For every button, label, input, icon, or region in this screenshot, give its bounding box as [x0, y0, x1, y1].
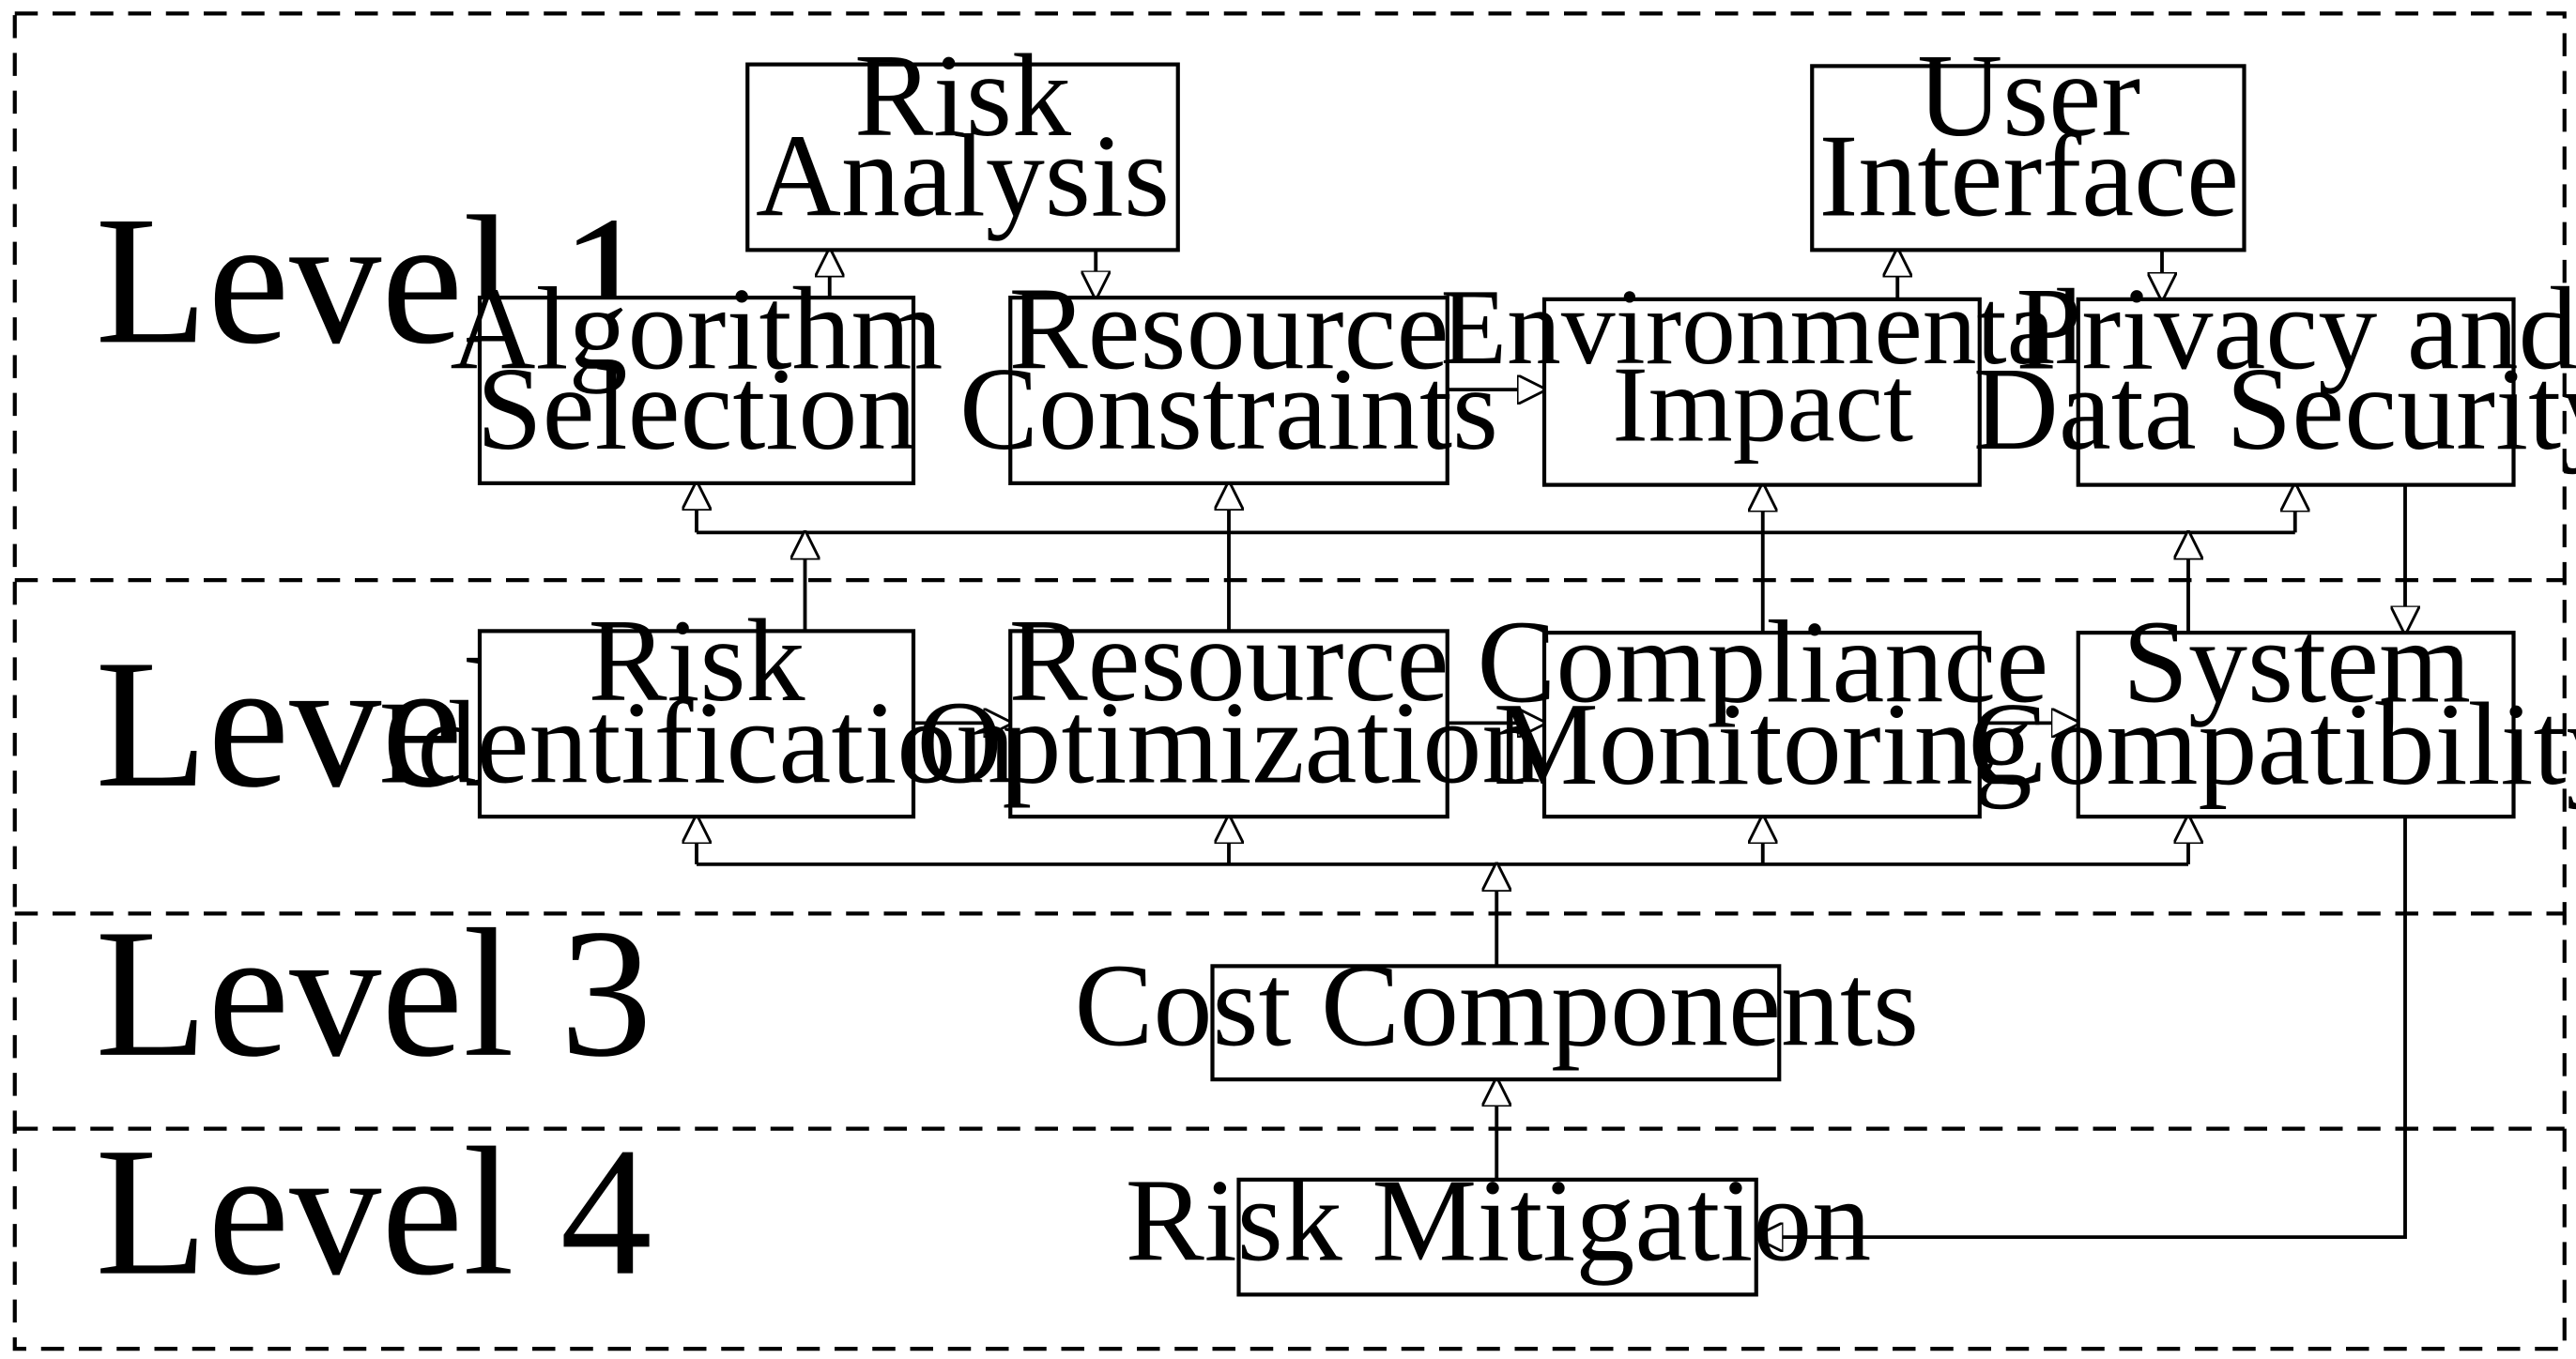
- node-label-line: Constraints: [959, 344, 1498, 475]
- level-label-3: Level 3: [96, 892, 652, 1095]
- node-algorithm-selection: Algorithm Selection: [451, 264, 943, 485]
- node-compliance-monitoring: Compliance Monitoring: [1477, 598, 2048, 819]
- node-label-line: Cost Components: [1074, 940, 1919, 1071]
- outer-dashed-frame: [12, 11, 2567, 1351]
- node-label-line: Resource: [1009, 264, 1449, 394]
- level-label-4: Level 4: [96, 1110, 652, 1314]
- node-environmental-impact: Environmental Impact: [1441, 267, 2085, 487]
- node-risk-analysis: Risk Analysis: [745, 31, 1180, 252]
- node-risk-identification: Risk Identification: [378, 596, 1016, 819]
- node-resource-optimization: Resource Optimization: [917, 596, 1541, 819]
- node-label-line: Optimization: [917, 678, 1541, 808]
- node-risk-mitigation: Risk Mitigation: [1126, 1156, 1872, 1297]
- node-system-compatibility: System Compatibility: [1968, 598, 2576, 819]
- node-label-line: Risk Mitigation: [1126, 1156, 1872, 1287]
- node-label-line: Identification: [378, 678, 1016, 808]
- node-cost-components: Cost Components: [1074, 940, 1919, 1082]
- node-resource-constraints: Resource Constraints: [959, 264, 1498, 485]
- node-label-line: Algorithm: [451, 264, 943, 394]
- node-label-line: Impact: [1612, 344, 1913, 464]
- node-label-line: Compatibility: [1968, 680, 2576, 810]
- node-label-line: Compliance: [1477, 598, 2048, 728]
- node-label-line: Analysis: [756, 112, 1170, 242]
- node-label-line: Risk: [588, 596, 805, 726]
- node-privacy-data-security: Privacy and Data Security: [1973, 264, 2576, 487]
- node-label-line: Selection: [477, 344, 917, 475]
- node-label-line: Resource: [1009, 596, 1449, 726]
- node-label-line: Risk: [854, 31, 1071, 161]
- node-label-line: User: [1917, 31, 2140, 161]
- node-label-line: Monitoring: [1494, 680, 2032, 810]
- connectors: [697, 250, 2405, 1237]
- node-label-line: System: [2123, 598, 2471, 728]
- node-user-interface: User Interface: [1810, 31, 2246, 252]
- node-label-line: Environmental: [1441, 267, 2085, 387]
- edge-system-compatibility-to-risk-mitigation: [1756, 817, 2407, 1237]
- node-label-line: Data Security: [1973, 344, 2576, 475]
- node-label-line: Interface: [1818, 112, 2239, 242]
- node-label-line: Privacy and: [2016, 264, 2576, 394]
